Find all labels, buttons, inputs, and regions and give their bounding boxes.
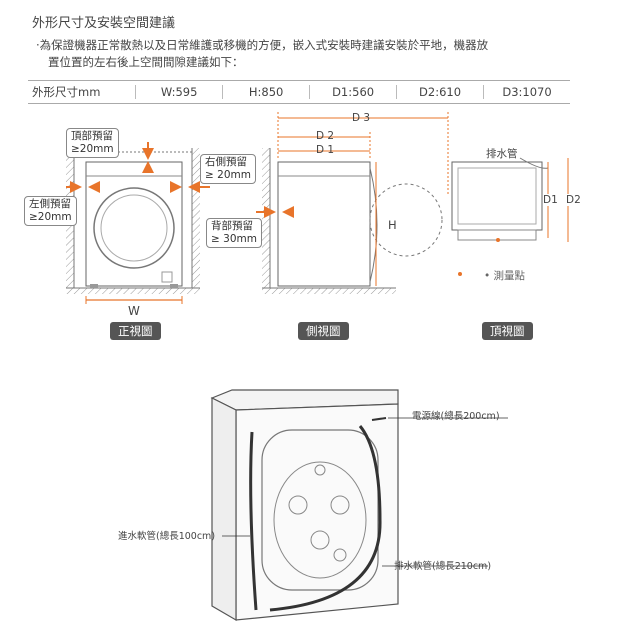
inlet-hose-label: 進水軟管(總長100cm) [118, 531, 216, 542]
d2-label: D 2 [316, 130, 335, 142]
top-d1-label: D1 [543, 194, 558, 206]
d1-label: D 1 [316, 144, 335, 156]
measure-point-dot [496, 238, 500, 242]
back-clearance-callout: 背部預留 ≥ 30mm [206, 218, 262, 248]
dim-w: W:595 [160, 85, 198, 99]
right-clearance-callout: 右側預留 ≥ 20mm [200, 154, 256, 184]
washer-side [277, 161, 371, 287]
front-view-tag: 正視圖 [110, 322, 161, 340]
dim-h: H:850 [248, 85, 284, 99]
front-view-diagram [66, 142, 210, 304]
door-open-arc [369, 183, 443, 257]
divider [396, 85, 398, 99]
top-clearance-callout: 頂部預留 ≥20mm [66, 128, 119, 158]
right-wall [192, 148, 200, 288]
washer-top [451, 161, 543, 231]
washer-back-panel [235, 403, 399, 621]
divider [309, 85, 311, 99]
note-line-2: 置位置的左右後上空間間隙建議如下： [48, 55, 244, 69]
dimension-label: 外形尺寸mm [32, 85, 101, 99]
top-view-tag: 頂視圖 [482, 322, 533, 340]
inlet-hose-line [249, 431, 258, 611]
divider [135, 85, 137, 99]
dim-d3: D3:1070 [502, 85, 552, 99]
side-view-diagram [256, 112, 449, 294]
power-cord-label: 電源線(總長200cm) [412, 411, 500, 422]
dimension-row: 外形尺寸mm W:595 H:850 D1:560 D2:610 D3:1070 [28, 80, 570, 104]
divider [222, 85, 224, 99]
back-wall [262, 148, 270, 288]
note-line-1: ‧為保證機器正常散熱以及日常維護或移機的方便，嵌入式安裝時建議安裝於平地，機器放 [36, 38, 489, 52]
installation-note: ‧為保證機器正常散熱以及日常維護或移機的方便，嵌入式安裝時建議安裝於平地，機器放… [36, 37, 596, 71]
d3-label: D 3 [352, 112, 371, 124]
divider [483, 85, 485, 99]
drain-hose-label: 排水軟管(總長210cm) [394, 561, 492, 572]
dim-d2: D2:610 [419, 85, 462, 99]
width-label: W [128, 304, 140, 318]
measure-point-label: • 測量點 [484, 270, 526, 282]
door-inner [100, 194, 168, 262]
drain-pipe-label: 排水管 [486, 148, 518, 160]
side-floor [262, 288, 396, 294]
left-clearance-callout: 左側預留 ≥20mm [24, 196, 77, 226]
dim-d1: D1:560 [332, 85, 375, 99]
back-view-diagram [210, 389, 508, 622]
side-view-tag: 側視圖 [298, 322, 349, 340]
h-label: H [388, 218, 397, 232]
floor [66, 288, 200, 294]
top-d2-label: D2 [566, 194, 581, 206]
top-view-diagram [451, 157, 569, 276]
drain-hose-line [269, 425, 382, 612]
page-title: 外形尺寸及安裝空間建議 [32, 16, 176, 31]
